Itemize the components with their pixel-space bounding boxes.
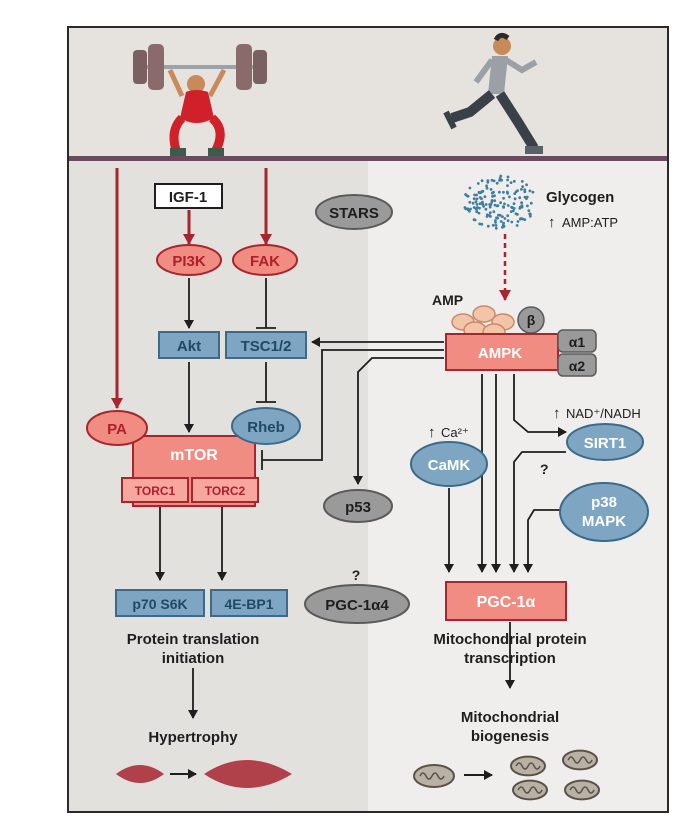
nad-label: NAD⁺/NADH: [566, 406, 641, 421]
mito-transcription-label-1: Mitochondrial protein: [433, 631, 586, 648]
alpha2-label: α2: [569, 358, 586, 374]
fak-node: [232, 244, 298, 276]
up-arrow-icon: ↑: [548, 214, 556, 231]
akt-box: [158, 331, 220, 359]
rheb-label: Rheb: [247, 419, 285, 436]
torc1-label: TORC1: [135, 484, 176, 498]
p53-node: [323, 489, 393, 523]
camk-label: CaMK: [428, 457, 471, 474]
p38-mapk-node: [559, 482, 649, 542]
ampk-box: [445, 333, 559, 371]
p38-label-2: MAPK: [582, 513, 626, 530]
alpha1-label: α1: [569, 334, 586, 350]
mito-biogenesis-label-1: Mitochondrial: [461, 709, 559, 726]
p38-label-1: p38: [591, 494, 617, 511]
p53-label: p53: [345, 499, 371, 516]
stars-label: STARS: [329, 205, 379, 222]
mtor-label: mTOR: [170, 447, 218, 464]
left-pathway-arrows: [111, 168, 276, 719]
glycogen-label: Glycogen: [546, 189, 614, 206]
tsc-label: TSC1/2: [241, 338, 292, 355]
frame-border: [67, 26, 669, 813]
sirt1-node: [566, 423, 644, 461]
protein-translation-label-2: initiation: [162, 650, 225, 667]
pgc1a4-label: PGC-1α4: [325, 597, 389, 614]
up-arrow-icon: ↑: [428, 424, 436, 441]
membrane-divider: [68, 156, 668, 161]
p70-label: p70 S6K: [132, 596, 187, 612]
rheb-node: [231, 407, 301, 445]
amp-atp-label: AMP:ATP: [562, 215, 618, 230]
pa-label: PA: [107, 421, 127, 438]
runner-illustration: [443, 32, 543, 154]
pgc1a-label: PGC-1α: [477, 594, 536, 611]
camk-node: [410, 441, 488, 487]
protein-translation-label-1: Protein translation: [127, 631, 260, 648]
pa-node: [86, 410, 148, 446]
amp-label: AMP: [432, 292, 463, 308]
ca-label: Ca²⁺: [441, 425, 469, 440]
up-arrow-icon: ↑: [553, 405, 561, 422]
ebp1-label: 4E-BP1: [224, 596, 273, 612]
fak-label: FAK: [250, 253, 280, 270]
pgc1a4-question-label: ?: [352, 567, 361, 583]
alpha1-box: [557, 329, 597, 353]
p70-box: [115, 589, 205, 617]
igf1-label: IGF-1: [169, 189, 207, 206]
mito-biogenesis-label-2: biogenesis: [471, 728, 549, 745]
igf1-box: [154, 183, 223, 209]
small-muscle-icon: [116, 765, 164, 783]
beta-label: β: [527, 312, 536, 328]
torc1-box: [121, 477, 189, 503]
weightlifter-illustration: [133, 44, 267, 156]
torc2-box: [191, 477, 259, 503]
top-scene-panel: [68, 27, 668, 159]
sirt1-question-label: ?: [540, 461, 549, 477]
hypertrophy-label: Hypertrophy: [148, 729, 238, 746]
ebp1-box: [210, 589, 288, 617]
ampk-label: AMPK: [478, 345, 522, 362]
sirt1-label: SIRT1: [584, 435, 627, 452]
stars-node: [315, 194, 393, 230]
mitochondria-icons: [413, 749, 600, 801]
pgc1a4-node: [304, 584, 410, 624]
pi3k-node: [156, 244, 222, 276]
large-muscle-icon: [204, 760, 292, 788]
pi3k-label: PI3K: [172, 253, 206, 270]
mito-transcription-label-2: transcription: [464, 650, 556, 667]
akt-label: Akt: [177, 338, 201, 355]
pgc1a-box: [445, 581, 567, 621]
alpha2-box: [557, 353, 597, 377]
tsc-box: [225, 331, 307, 359]
glycogen-icon: [463, 174, 535, 230]
torc2-label: TORC2: [205, 484, 246, 498]
